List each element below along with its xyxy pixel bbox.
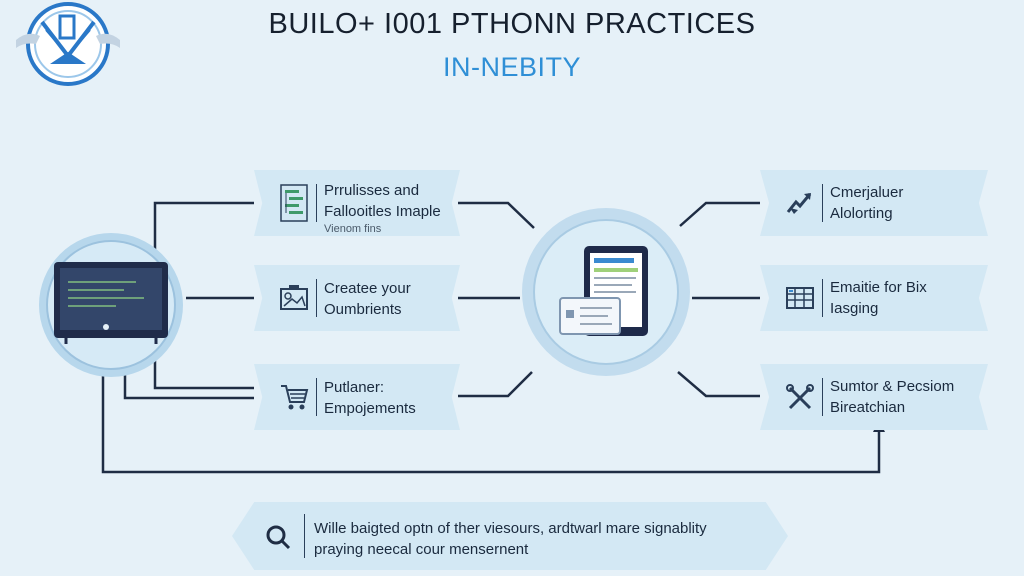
card-line: Sumtor & Pecsiom <box>830 378 955 395</box>
card-separator <box>316 378 317 416</box>
tablet-documents-icon <box>559 246 648 336</box>
card-right-3: Sumtor & Pecsiom Bireatchian <box>760 364 988 430</box>
card-left-1: Prrulisses and Fallooitles Imaple Vienom… <box>254 170 460 236</box>
card-text: Emaitie for Bix Iasging <box>830 277 970 319</box>
card-separator <box>822 378 823 416</box>
logo-emblem-icon <box>16 2 120 86</box>
card-subline: Vienom fins <box>324 223 382 235</box>
card-line: Empojements <box>324 400 416 417</box>
plane-arrow-icon <box>782 183 818 223</box>
page-title: BUILO+ I001 PTHONN PRACTICES <box>268 8 756 40</box>
card-text: Putlaner: Empojements <box>324 377 442 419</box>
hub-left-monitor <box>39 233 183 377</box>
card-line: Iasging <box>830 300 879 317</box>
tree-list-icon <box>276 183 312 223</box>
footer-line: praying neecal cour mensernent <box>314 541 529 558</box>
footer-banner: Wille baigted optn of ther viesours, ard… <box>232 502 788 570</box>
card-separator <box>822 279 823 317</box>
card-left-2: Createe your Oumbrients <box>254 265 460 331</box>
card-right-1: Cmerjaluer Alolorting <box>760 170 988 236</box>
monitor-icon <box>54 262 168 344</box>
card-line: Bireatchian <box>830 399 906 416</box>
card-text: Cmerjaluer Alolorting <box>830 182 970 224</box>
card-line: Prrulisses and <box>324 182 420 199</box>
card-right-2: Emaitie for Bix Iasging <box>760 265 988 331</box>
card-line: Putlaner: <box>324 379 385 396</box>
footer-text: Wille baigted optn of ther viesours, ard… <box>314 518 707 560</box>
card-line: Oumbrients <box>324 301 402 318</box>
card-text: Sumtor & Pecsiom Bireatchian <box>830 376 970 418</box>
card-left-3: Putlaner: Empojements <box>254 364 460 430</box>
cart-list-icon <box>276 377 312 417</box>
server-grid-icon <box>782 278 818 318</box>
page-subtitle: IN-NEBITY <box>442 52 581 82</box>
card-line: Createe your <box>324 280 411 297</box>
image-frame-icon <box>276 278 312 318</box>
card-separator <box>822 184 823 222</box>
card-line: Emaitie for Bix <box>830 279 927 296</box>
hub-center-tablet <box>522 208 690 376</box>
footer-line: Wille baigted optn of ther viesours, ard… <box>314 520 707 537</box>
card-separator <box>316 279 317 317</box>
card-separator <box>316 184 317 222</box>
tools-icon <box>782 377 818 417</box>
card-line: Cmerjaluer <box>830 184 904 201</box>
search-icon <box>262 520 296 554</box>
card-line: Alolorting <box>830 205 893 222</box>
footer-separator <box>304 514 305 558</box>
card-text: Createe your Oumbrients <box>324 278 442 320</box>
card-text: Prrulisses and Fallooitles Imaple Vienom… <box>324 180 442 236</box>
card-line: Fallooitles Imaple <box>324 203 441 220</box>
